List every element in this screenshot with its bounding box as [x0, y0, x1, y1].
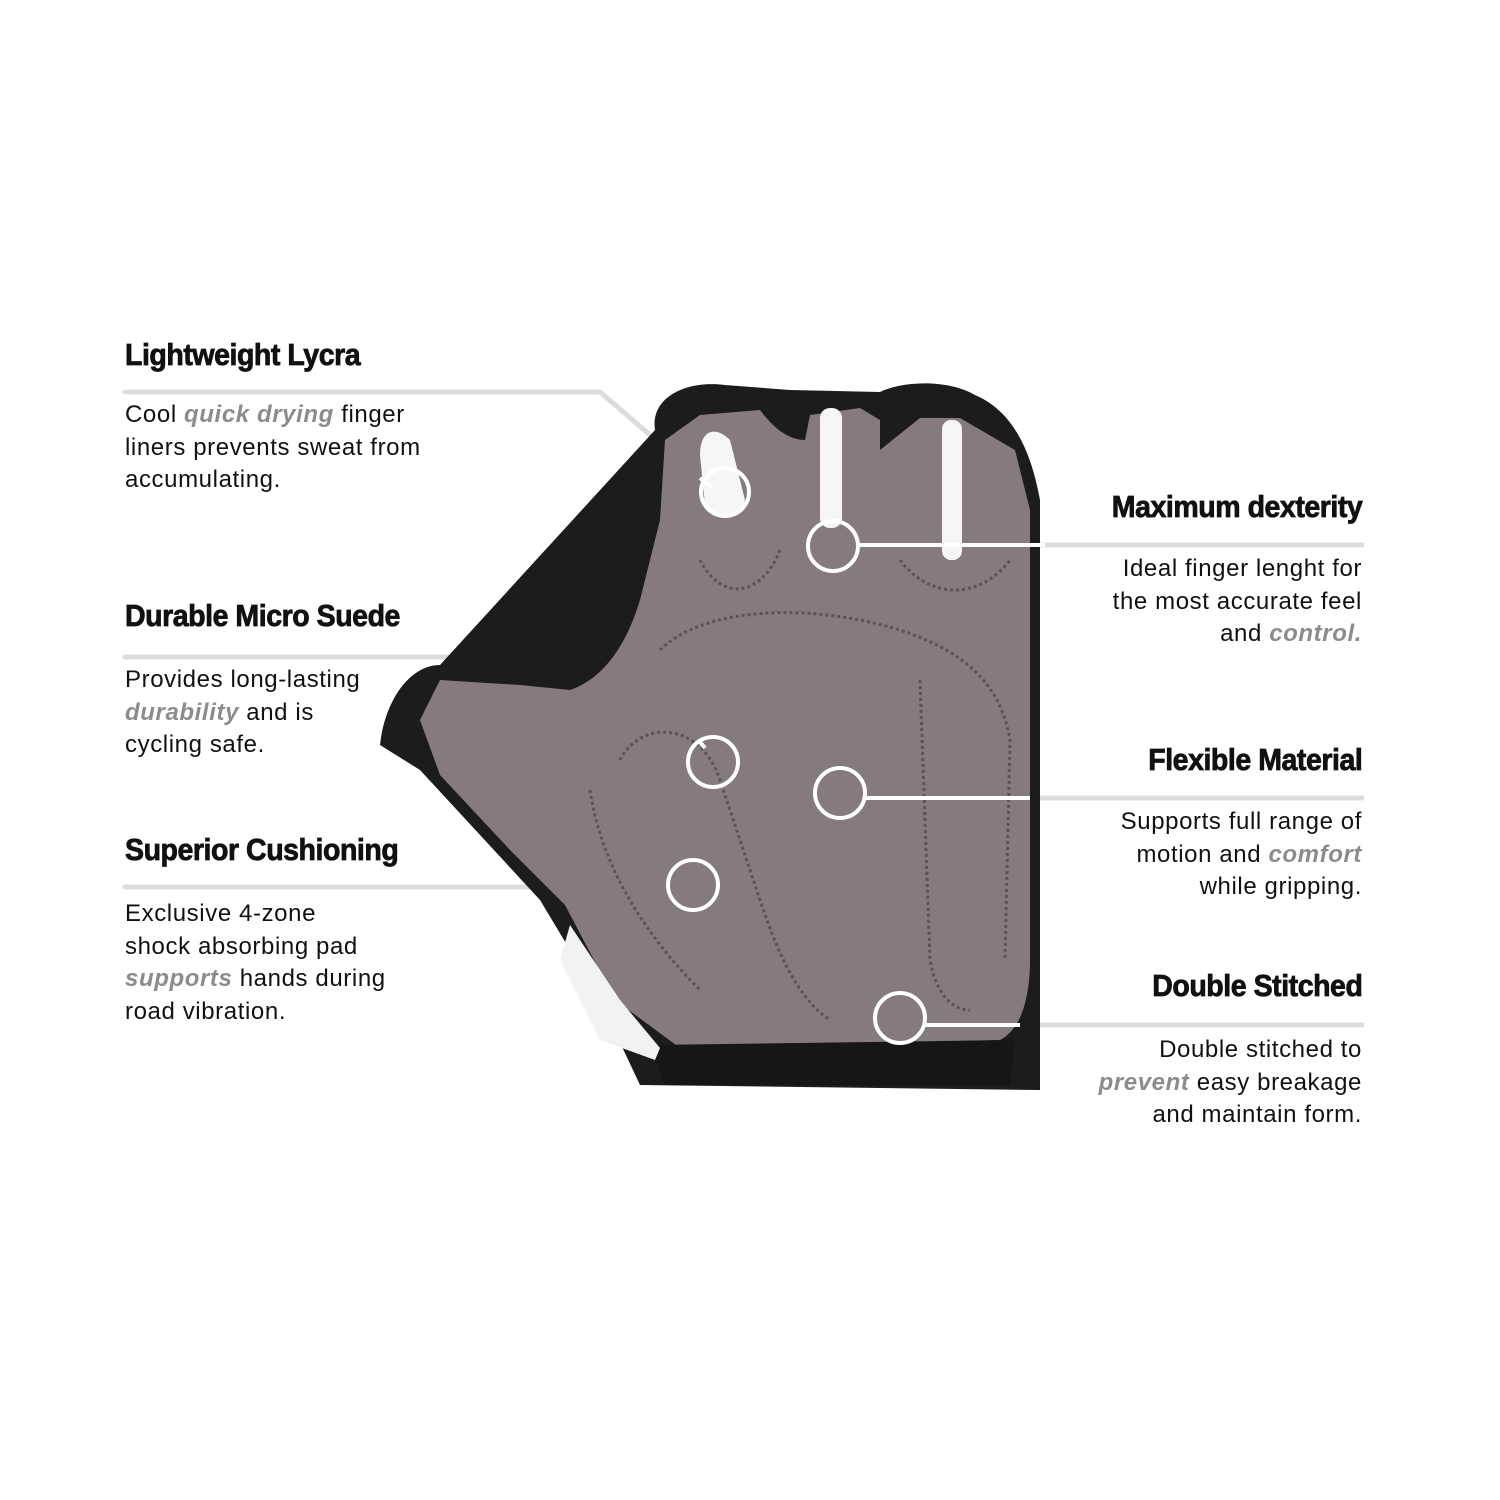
- text: cycling safe.: [125, 731, 265, 758]
- feature-title: Superior Cushioning: [125, 832, 399, 868]
- text: finger: [333, 401, 405, 428]
- text: Provides long-lasting: [125, 666, 361, 693]
- marker-suede: [686, 735, 740, 789]
- feature-title: Flexible Material: [1147, 742, 1363, 778]
- stitching: [588, 549, 1012, 1022]
- emphasis-text: quick drying: [184, 401, 334, 428]
- emphasis-text: prevent: [1098, 1068, 1190, 1096]
- feature-flexible-material: Flexible Material Supports full range of…: [1121, 742, 1363, 904]
- feature-title: Double Stitched: [1151, 968, 1362, 1004]
- glove-palm-suede: [420, 408, 1030, 1048]
- marker-flexible: [813, 766, 867, 820]
- text: while gripping.: [1199, 873, 1362, 900]
- emphasis-text: comfort: [1268, 840, 1362, 868]
- feature-title: Durable Micro Suede: [125, 598, 401, 634]
- text: and: [1220, 620, 1270, 647]
- text: Supports full range of: [1120, 808, 1362, 835]
- feature-maximum-dexterity: Maximum dexterity Ideal finger lenght fo…: [1090, 489, 1363, 651]
- feature-double-stitched: Double Stitched Double stitched to preve…: [1099, 968, 1363, 1132]
- text: motion and: [1136, 840, 1269, 868]
- text: and is: [239, 698, 314, 726]
- feature-description: Cool quick drying finger liners prevents…: [125, 399, 421, 497]
- feature-description: Provides long-lasting durability and is …: [125, 664, 424, 762]
- text: liners prevents sweat from: [125, 433, 421, 461]
- feature-description: Supports full range of motion and comfor…: [1121, 806, 1362, 904]
- finger-liners: [700, 408, 962, 560]
- text: accumulating.: [125, 466, 281, 493]
- feature-description: Exclusive 4-zone shock absorbing pad sup…: [125, 898, 422, 1028]
- emphasis-text: durability: [125, 698, 240, 726]
- glove-wrist-trim: [650, 1040, 1015, 1085]
- callout-markers: [666, 466, 1045, 1045]
- emphasis-text: control.: [1269, 620, 1362, 647]
- feature-durable-micro-suede: Durable Micro Suede Provides long-lastin…: [125, 598, 424, 762]
- feature-title: Lightweight Lycra: [125, 337, 361, 373]
- text: Exclusive 4-zone: [125, 900, 317, 927]
- text: shock absorbing pad: [125, 932, 358, 960]
- text: easy breakage: [1189, 1068, 1362, 1096]
- feature-superior-cushioning: Superior Cushioning Exclusive 4-zone sho…: [125, 832, 422, 1028]
- marker-double-stitched: [873, 991, 927, 1045]
- text: Cool: [125, 401, 185, 428]
- feature-description: Ideal finger lenght for the most accurat…: [1090, 553, 1362, 651]
- marker-lycra: [699, 466, 751, 518]
- feature-description: Double stitched to prevent easy breakage…: [1099, 1034, 1362, 1132]
- text: and maintain form.: [1152, 1101, 1362, 1128]
- text: hands during: [232, 965, 386, 992]
- text: Double stitched to: [1159, 1036, 1362, 1063]
- glove-white-mesh: [560, 925, 660, 1060]
- text: Ideal finger lenght for: [1122, 555, 1362, 582]
- marker-cushioning: [666, 858, 720, 912]
- feature-title: Maximum dexterity: [1111, 489, 1363, 525]
- text: the most accurate feel: [1112, 587, 1362, 615]
- text: road vibration.: [125, 997, 287, 1025]
- feature-lightweight-lycra: Lightweight Lycra Cool quick drying fing…: [125, 337, 421, 497]
- emphasis-text: supports: [125, 965, 233, 992]
